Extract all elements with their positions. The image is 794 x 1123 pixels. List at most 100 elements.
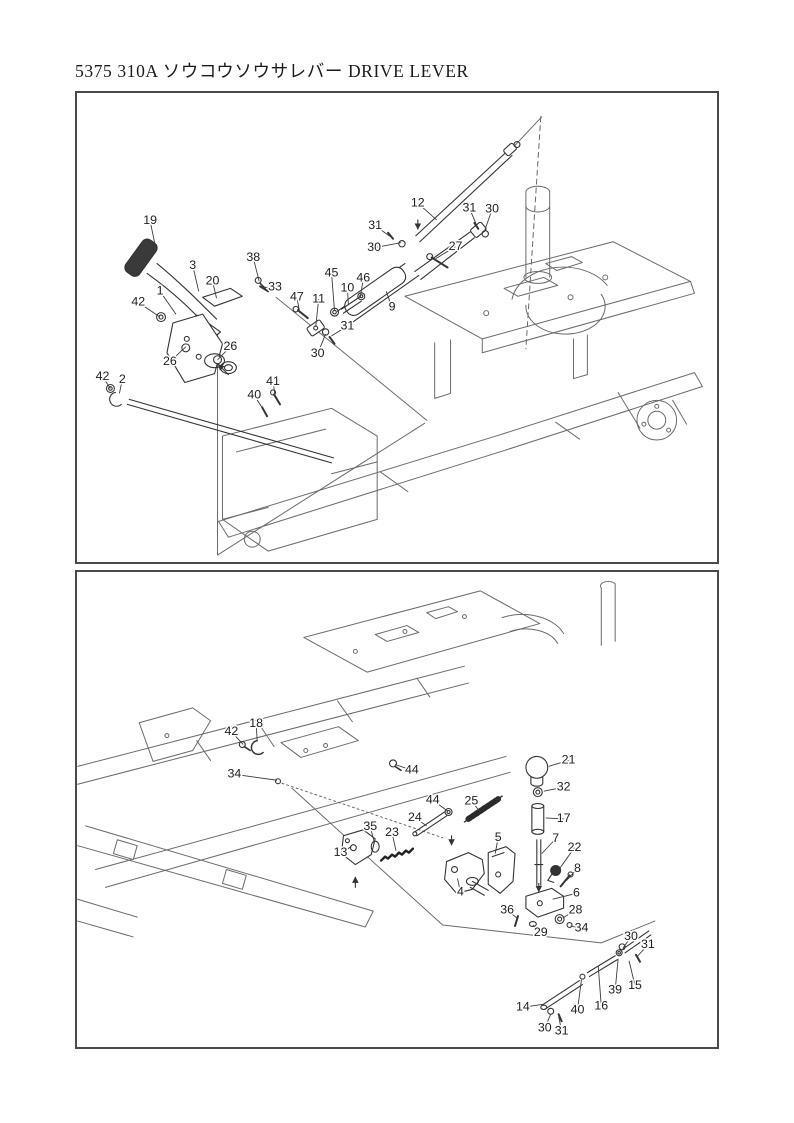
- part-number-label: 24: [408, 810, 422, 824]
- part-number-label: 25: [464, 793, 478, 807]
- part-number-label: 18: [249, 716, 263, 730]
- part-number-label: 34: [575, 920, 589, 934]
- part-bracket: [487, 846, 516, 894]
- part-number-label: 26: [163, 354, 177, 368]
- callout-leader-line: [562, 909, 576, 919]
- exploded-parts-art: [105, 141, 521, 464]
- callout-leader-line: [192, 265, 200, 292]
- part-number-label: 42: [131, 294, 145, 308]
- callout-leader-line: [541, 838, 556, 854]
- part-spring: [379, 847, 415, 862]
- callout-leader-line: [346, 288, 349, 306]
- callout-leader-line: [543, 786, 564, 792]
- callout-leader-line: [432, 799, 448, 812]
- part-number-label: 23: [385, 825, 399, 839]
- callout-leader-line: [234, 773, 278, 781]
- callout-leader-line: [628, 960, 636, 986]
- part-spring: [465, 796, 502, 822]
- part-number-label: 13: [334, 845, 348, 859]
- callout-leader-line: [252, 257, 260, 282]
- part-number-label: 31: [462, 200, 476, 214]
- part-number-label: 11: [312, 292, 325, 306]
- part-number-label: 35: [363, 819, 377, 833]
- callout-leader-line: [559, 847, 575, 869]
- callout-leader-line: [137, 301, 161, 318]
- part-number-label: 1: [157, 284, 164, 298]
- callout-leader-line: [369, 826, 375, 842]
- part-number-label: 34: [227, 767, 241, 781]
- callout-leader-line: [317, 333, 327, 354]
- parts-diagram-upper-svg: 1932038334212626422471145104631302712313…: [94, 116, 703, 556]
- part-number-label: 45: [325, 266, 339, 280]
- part-bracket: [525, 887, 565, 918]
- part-rod: [622, 930, 652, 954]
- callout-leader-line: [391, 832, 397, 851]
- callout-leader-line: [385, 291, 393, 308]
- part-rod: [541, 980, 583, 1010]
- part-number-label: 47: [290, 290, 304, 304]
- part-number-label: 40: [571, 1003, 585, 1017]
- part-number-label: 42: [225, 724, 239, 738]
- part-number-label: 15: [628, 978, 642, 992]
- callout-leader-line: [331, 273, 335, 312]
- part-number-label: 21: [562, 753, 576, 767]
- part-rod: [586, 955, 618, 978]
- callout-leader-line: [468, 207, 478, 228]
- part-bracket: [166, 313, 224, 384]
- chassis-frame-art: [77, 580, 656, 944]
- part-number-label: 22: [568, 840, 582, 854]
- callout-leader-line: [570, 925, 582, 929]
- part-number-label: 26: [224, 339, 238, 353]
- part-number-label: 4: [457, 885, 464, 899]
- part-rod: [109, 391, 335, 464]
- callout-leader-line: [272, 381, 276, 396]
- assembly-arrow: [217, 363, 229, 376]
- part-number-label: 30: [485, 201, 499, 215]
- callout-leader-line: [532, 924, 542, 934]
- callout-leader-line: [359, 278, 364, 298]
- part-pad: [202, 287, 243, 307]
- part-tube: [531, 805, 545, 833]
- part-number-label: 31: [368, 218, 382, 232]
- part-number-label: 30: [367, 240, 381, 254]
- part-number-label: 9: [389, 299, 396, 313]
- callout-leader-line: [394, 763, 413, 771]
- callout-leader-line: [212, 281, 217, 299]
- callout-leader-line: [149, 220, 157, 250]
- part-number-label: 14: [516, 1000, 530, 1014]
- callout-leader-line: [483, 208, 493, 232]
- part-snap-ring: [250, 739, 264, 756]
- part-number-label: 41: [266, 374, 280, 388]
- callout-leader-line: [169, 346, 187, 363]
- part-number-label: 16: [594, 999, 608, 1013]
- part-number-label: 3: [189, 258, 196, 272]
- callout-leader-line: [558, 1016, 563, 1032]
- callout-leader-line: [544, 1014, 552, 1029]
- part-number-label: 44: [405, 763, 419, 777]
- callout-leader-line: [552, 892, 577, 900]
- callout-leader-line: [340, 846, 352, 854]
- callout-leader-line: [522, 1003, 543, 1008]
- part-number-label: 40: [247, 388, 261, 402]
- part-number-label: 19: [143, 213, 157, 227]
- callout-leader-line: [417, 202, 437, 221]
- part-number-label: 44: [426, 792, 440, 806]
- part-number-label: 38: [246, 250, 260, 264]
- part-number-label: 39: [608, 983, 622, 997]
- part-number-label: 32: [557, 779, 571, 793]
- callout-leader-line: [331, 325, 348, 337]
- part-number-label: 27: [449, 239, 463, 253]
- part-link-rod: [415, 149, 513, 243]
- part-number-label: 33: [268, 280, 282, 294]
- callout-leader-line: [577, 979, 582, 1011]
- part-number-label: 30: [311, 346, 325, 360]
- callout-leader-line: [622, 936, 632, 949]
- part-number-label: 42: [96, 369, 110, 383]
- part-number-label: 31: [641, 937, 655, 951]
- part-shaft: [536, 839, 542, 886]
- part-number-label: 31: [341, 318, 355, 332]
- callout-leader-line: [636, 944, 649, 958]
